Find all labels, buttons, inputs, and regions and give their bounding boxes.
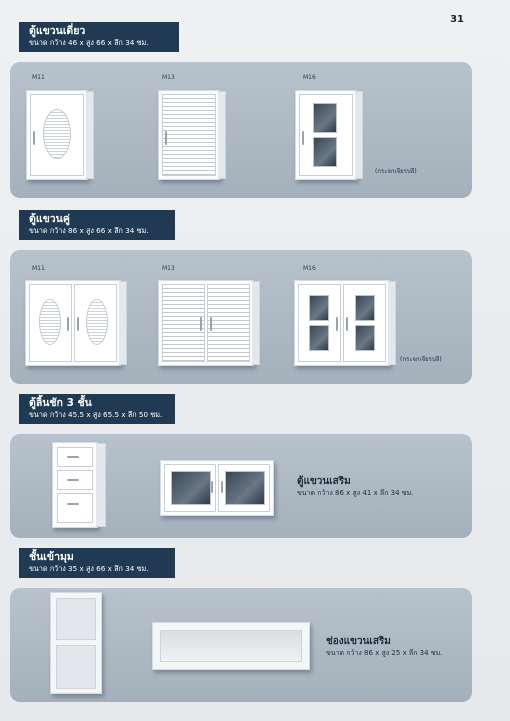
section-title: ชั้นเข้ามุม (29, 551, 74, 563)
section-dimensions: ขนาด กว้าง 86 x สูง 66 x ลึก 34 ซม. (29, 226, 149, 235)
oval-louver-panel (86, 299, 108, 345)
cabinet-m16-single (295, 90, 363, 180)
glass-pane-top (313, 103, 337, 133)
drawer-handle (67, 456, 79, 458)
door-handle (211, 481, 213, 493)
glass-note: (กระจกเจียรปลี) (375, 168, 417, 175)
door-handle (77, 317, 79, 331)
page-number: 31 (450, 14, 464, 25)
cabinet-m11-double (25, 280, 127, 366)
shelf-opening (160, 630, 302, 662)
glass-pane (355, 295, 375, 321)
door-handle (210, 317, 212, 331)
oval-louver-panel (43, 109, 71, 159)
product-panel-drawer-cabinet: ตู้แขวนเสริม ขนาด กว้าง 86 x สูง 41 x ลึ… (10, 434, 472, 538)
corner-shelf (50, 592, 102, 694)
glass-pane (171, 471, 211, 505)
product-panel-single-cabinet: M11 M13 M16 (กระจกเจียรปลี) (10, 62, 472, 198)
louver-door-left (162, 284, 205, 362)
drawer-bottom (57, 493, 93, 523)
model-label: M11 (32, 265, 45, 272)
glass-pane (309, 325, 329, 351)
extra-dimensions: ขนาด กว้าง 86 x สูง 25 x ลึก 34 ซม. (326, 649, 443, 657)
shelf-compartment-top (56, 598, 96, 640)
section-title: ตู้แขวนคู่ (29, 213, 70, 225)
section-dimensions: ขนาด กว้าง 35 x สูง 66 x ลึก 34 ซม. (29, 564, 149, 573)
cabinet-m16-double (294, 280, 396, 366)
section-title-drawer-cabinet: ตู้ลิ้นชัก 3 ชั้น ขนาด กว้าง 45.5 x สูง … (19, 394, 175, 424)
door-handle (221, 481, 223, 493)
door-handle (346, 317, 348, 331)
shelf-compartment-bottom (56, 645, 96, 689)
louver-door-right (207, 284, 250, 362)
louver-door (162, 94, 216, 176)
cabinet-m13-single (158, 90, 226, 180)
section-title-corner-shelf: ชั้นเข้ามุม ขนาด กว้าง 35 x สูง 66 x ลึก… (19, 548, 175, 578)
door-handle (165, 131, 167, 145)
door-handle (336, 317, 338, 331)
extra-dimensions: ขนาด กว้าง 86 x สูง 41 x ลึก 34 ซม. (297, 489, 414, 497)
section-title: ตู้ลิ้นชัก 3 ชั้น (29, 397, 92, 409)
product-panel-corner-shelf: ช่องแขวนเสริม ขนาด กว้าง 86 x สูง 25 x ล… (10, 588, 472, 702)
door-handle (67, 317, 69, 331)
extra-title: ตู้แขวนเสริม (297, 476, 351, 487)
extra-wall-cabinet (160, 460, 274, 516)
model-label: M11 (32, 74, 45, 81)
door-handle (33, 131, 35, 145)
product-panel-double-cabinet: M11 M13 M16 (กระจกเจียรปลี) (10, 250, 472, 384)
model-label: M16 (303, 265, 316, 272)
section-title: ตู้แขวนเดี่ยว (29, 25, 86, 37)
model-label: M16 (303, 74, 316, 81)
glass-pane-bottom (313, 137, 337, 167)
glass-note: (กระจกเจียรปลี) (400, 356, 442, 363)
extra-title: ช่องแขวนเสริม (326, 636, 391, 647)
cabinet-m13-double (158, 280, 260, 366)
model-label: M13 (162, 265, 175, 272)
section-dimensions: ขนาด กว้าง 46 x สูง 66 x ลึก 34 ซม. (29, 38, 149, 47)
glass-pane (355, 325, 375, 351)
glass-pane (225, 471, 265, 505)
section-dimensions: ขนาด กว้าง 45.5 x สูง 65.5 x ลึก 50 ซม. (29, 410, 163, 419)
three-drawer-cabinet (52, 442, 106, 528)
model-label: M13 (162, 74, 175, 81)
drawer-handle (67, 503, 79, 505)
oval-louver-panel (39, 299, 61, 345)
section-title-double-cabinet: ตู้แขวนคู่ ขนาด กว้าง 86 x สูง 66 x ลึก … (19, 210, 175, 240)
door-handle (302, 131, 304, 145)
door-handle (200, 317, 202, 331)
section-title-single-cabinet: ตู้แขวนเดี่ยว ขนาด กว้าง 46 x สูง 66 x ล… (19, 22, 179, 52)
cabinet-m11-single (26, 90, 94, 180)
glass-pane (309, 295, 329, 321)
drawer-handle (67, 479, 79, 481)
extra-open-shelf (152, 622, 310, 670)
